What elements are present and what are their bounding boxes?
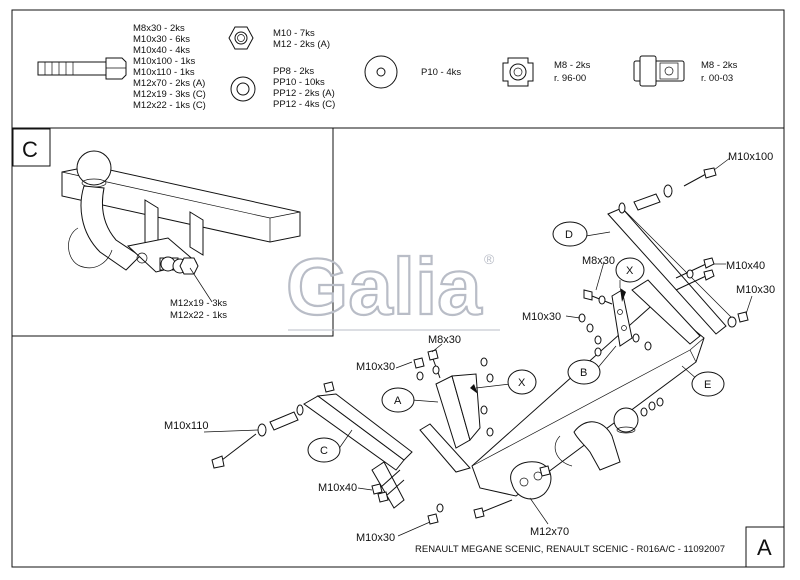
m10x30-bolts-left [395, 357, 494, 437]
tow-ball-main [554, 397, 664, 471]
cage-nut-label: r. 00-03 [701, 73, 733, 84]
bolts-list-item: M10x30 - 6ks [133, 34, 190, 45]
label-m10x40-bottom: M10x40 [318, 482, 357, 494]
label-m10x30-mid: M10x30 [522, 311, 561, 323]
label-m12x70: M12x70 [530, 526, 569, 538]
callout-x-left: X [507, 369, 537, 395]
m8x30-right-leader [595, 261, 605, 291]
label-m10x40-right: M10x40 [726, 260, 765, 272]
flat-washer-label: P10 - 4ks [421, 67, 461, 78]
label-m10x100: M10x100 [728, 151, 773, 163]
flat-washer-icon [364, 55, 398, 89]
callout-c-letter: C [320, 445, 328, 457]
callout-e: E [691, 371, 725, 397]
label-m10x30-right: M10x30 [736, 284, 775, 296]
washers-list-item: PP12 - 4ks (C) [273, 99, 335, 110]
m10x30-bolts-right [727, 295, 753, 328]
m10x30-bolts-bottom [397, 503, 444, 537]
callout-d: D [552, 221, 588, 247]
detail-c-towbar [61, 150, 301, 303]
bolts-list-item: M10x40 - 4ks [133, 45, 190, 56]
m10x110-bolt [203, 381, 335, 469]
label-m8x30-right: M8x30 [582, 255, 615, 267]
cage-nut-icon [633, 55, 685, 87]
registered-mark: ® [484, 251, 495, 267]
crossbar-e [471, 279, 705, 497]
callout-b: B [567, 359, 601, 385]
m8x30-bolts-right [583, 289, 613, 305]
detail-c-note: M12x19 - 3ks [170, 298, 227, 309]
m10x40-bolts-right [675, 257, 726, 291]
label-m10x30-bottom: M10x30 [356, 532, 395, 544]
nuts-list-item: M10 - 7ks [273, 28, 315, 39]
callout-leaders [337, 231, 699, 451]
m10x30-mid-bolts [565, 313, 652, 357]
detail-c-note: M12x22 - 1ks [170, 310, 227, 321]
detail-c-letter: C [22, 137, 38, 162]
bolt-icon [37, 57, 127, 80]
plate-nut-label: M8 - 2ks [554, 60, 591, 71]
detail-c-frame [12, 128, 334, 337]
bolts-list-item: M8x30 - 2ks [133, 23, 185, 34]
bolts-list-item: M10x110 - 1ks [133, 67, 195, 78]
nuts-list-item: M12 - 2ks (A) [273, 39, 330, 50]
callout-a: A [381, 387, 415, 413]
callout-a-letter: A [394, 395, 402, 407]
m12x70-flange [473, 461, 552, 525]
callout-c: C [307, 437, 341, 463]
callout-x-right-letter: X [626, 265, 634, 277]
bracket-d [607, 207, 727, 335]
bolts-list-item: M12x19 - 3ks (C) [133, 89, 206, 100]
m10x100-bolt [618, 157, 731, 214]
sheet-letter: A [757, 535, 772, 560]
galia-logo: Galia [286, 242, 482, 331]
bolts-list-item: M12x22 - 1ks (C) [133, 100, 206, 111]
square-plate-nut-icon [502, 57, 534, 87]
label-m10x110: M10x110 [164, 420, 208, 432]
m8x30-bolts-left [427, 349, 441, 379]
hex-nut-icon [228, 26, 254, 50]
plate-nut-label: r. 96-00 [554, 73, 586, 84]
washers-list-item: PP8 - 2ks [273, 66, 314, 77]
m10x40-bolts-bottom [357, 469, 405, 503]
drawing-caption: RENAULT MEGANE SCENIC, RENAULT SCENIC - … [415, 544, 725, 555]
callout-e-letter: E [704, 379, 711, 391]
outer-frame [11, 9, 785, 568]
washers-list-item: PP10 - 10ks [273, 77, 325, 88]
m8x30-left-leader [431, 343, 443, 353]
callout-x-right: X [615, 257, 645, 283]
spring-washer-icon [230, 76, 256, 102]
label-m10x30-left: M10x30 [356, 361, 395, 373]
bracket-b [611, 288, 633, 347]
sheet-letter-box [745, 526, 785, 568]
detail-c-box [12, 128, 51, 167]
callout-b-letter: B [580, 367, 587, 379]
bolts-list-item: M10x100 - 1ks [133, 56, 196, 67]
washers-list-item: PP12 - 2ks (A) [273, 88, 335, 99]
cage-nut-label: M8 - 2ks [701, 60, 738, 71]
callout-x-left-letter: X [518, 377, 526, 389]
label-m8x30-left: M8x30 [428, 334, 461, 346]
bolts-list-item: M12x70 - 2ks (A) [133, 78, 205, 89]
bracket-a [419, 373, 481, 473]
bolts-list: M8x30 - 2ks M10x30 - 6ks M10x40 - 4ks M1… [133, 23, 206, 111]
bracket-c [303, 393, 413, 509]
callout-d-letter: D [565, 229, 573, 241]
